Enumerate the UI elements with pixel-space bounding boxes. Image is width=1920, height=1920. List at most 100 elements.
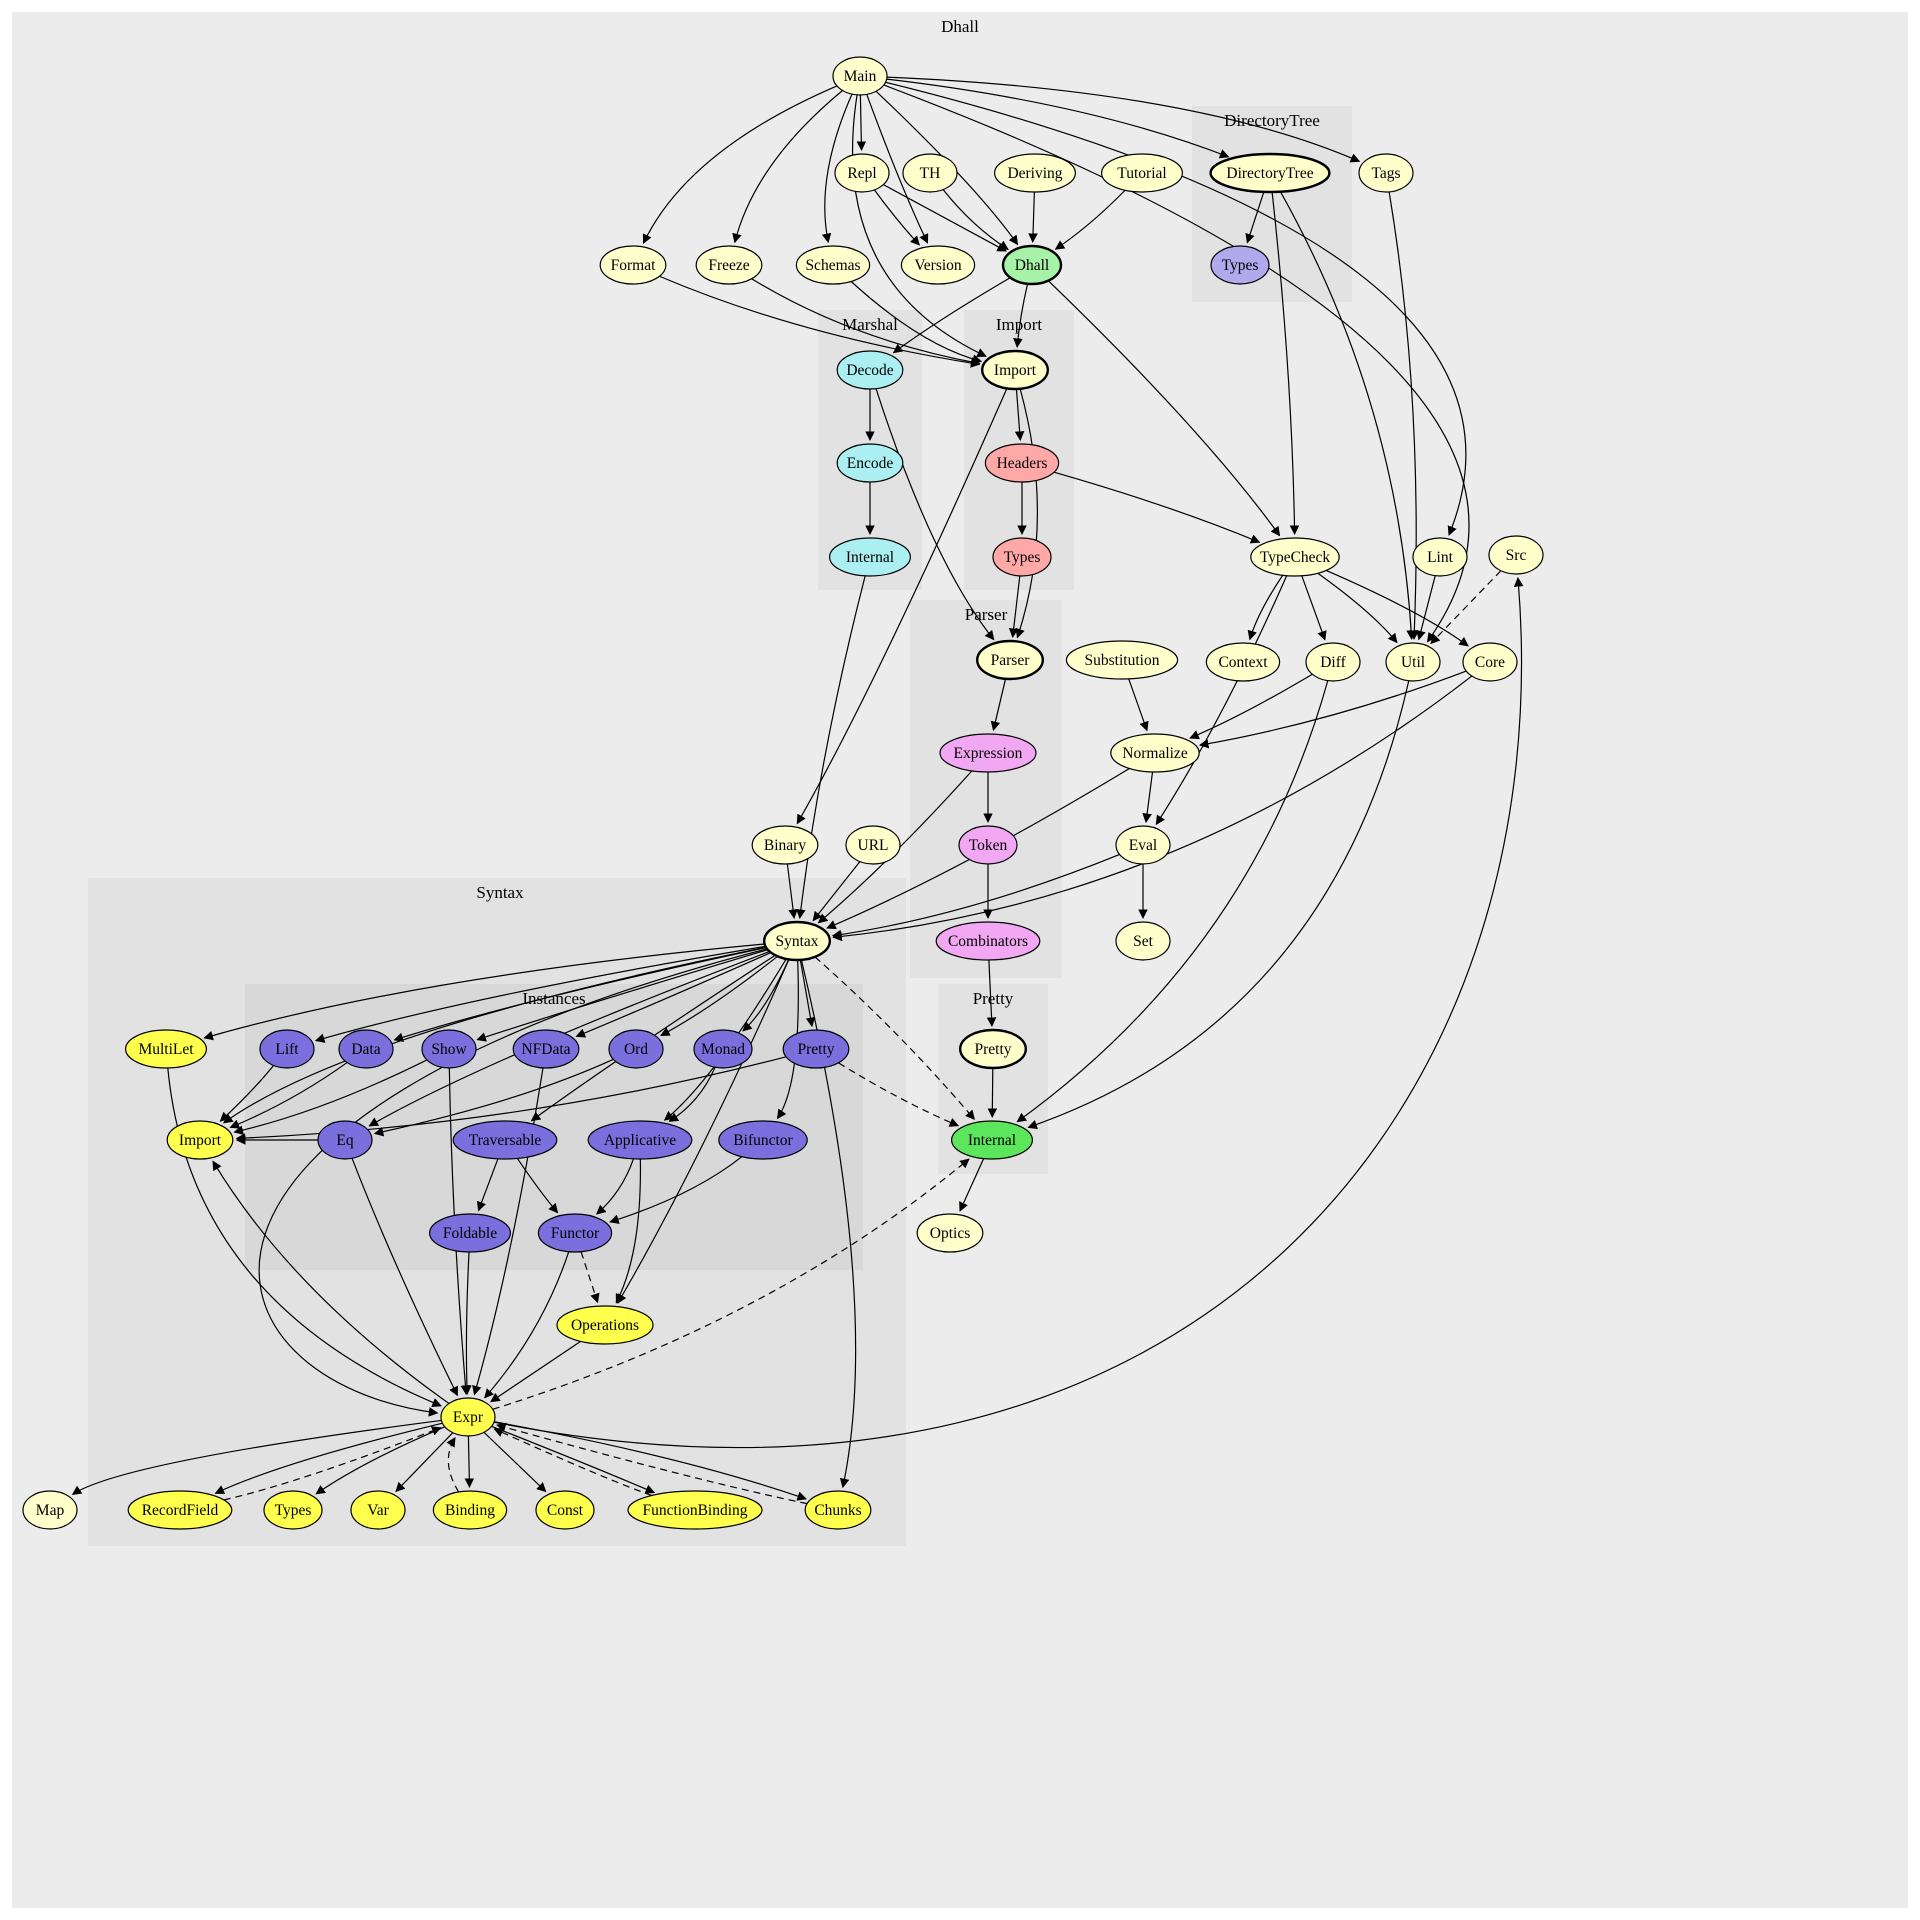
- node-version-shape: [900, 245, 976, 285]
- edge-pretty_inst-syntax_import: [235, 1056, 787, 1143]
- edge-main-freeze: [732, 90, 843, 244]
- edge-monad-applicative: [668, 1067, 716, 1122]
- node-parser: Parser: [976, 639, 1045, 681]
- node-pretty_internal-shape: [950, 1120, 1033, 1160]
- node-decode-shape: [836, 350, 904, 390]
- node-bifunctor: Bifunctor: [718, 1120, 808, 1160]
- edge-directorytree-dt_types: [1245, 191, 1265, 244]
- node-syntax_import-label: Import: [179, 1132, 222, 1149]
- edge-import-headers: [1014, 388, 1025, 441]
- node-marshal_internal: Internal: [828, 537, 911, 577]
- edge-expr-const: [483, 1431, 547, 1493]
- node-var-shape: [350, 1490, 406, 1530]
- edge-main-dhall: [875, 90, 1019, 246]
- edge-main-tags: [886, 76, 1361, 163]
- edge-syntax-syntax_import: [223, 946, 767, 1124]
- node-foldable: Foldable: [429, 1213, 512, 1253]
- node-dt_types-label: Types: [1222, 257, 1259, 274]
- node-decode: Decode: [836, 350, 904, 390]
- edge-substitution-normalize: [1128, 678, 1149, 732]
- cluster-label-dhall-cluster: Dhall: [941, 17, 979, 36]
- node-data-label: Data: [351, 1041, 380, 1058]
- node-nfdata-label: NFData: [521, 1041, 570, 1058]
- node-ord: Ord: [608, 1029, 664, 1069]
- node-diff: Diff: [1305, 642, 1361, 682]
- edge-layer: [71, 76, 1524, 1505]
- node-encode-shape: [836, 443, 904, 483]
- node-multilet-label: MultiLet: [138, 1041, 194, 1058]
- node-version-label: Version: [914, 257, 962, 274]
- edge-traversable-foldable: [477, 1158, 499, 1212]
- node-normalize-label: Normalize: [1122, 745, 1188, 762]
- edge-dhall-typecheck: [1047, 280, 1281, 537]
- node-set: Set: [1115, 921, 1171, 961]
- node-data-shape: [338, 1029, 394, 1069]
- node-syntax-label: Syntax: [775, 933, 818, 950]
- edge-expr-syntax_import: [212, 1160, 450, 1404]
- node-traversable-label: Traversable: [469, 1132, 542, 1149]
- node-monad: Monad: [693, 1029, 753, 1069]
- node-recordfield-label: RecordField: [142, 1502, 219, 1519]
- node-typecheck-label: TypeCheck: [1260, 549, 1331, 566]
- node-freeze: Freeze: [695, 245, 763, 285]
- edge-syntax-nfdata: [575, 951, 772, 1038]
- edge-nfdata-expr: [472, 1067, 544, 1396]
- edge-decode-parser: [875, 388, 995, 641]
- edge-show-syntax_import: [233, 1059, 428, 1135]
- node-nfdata: NFData: [512, 1029, 580, 1069]
- edge-binary-syntax: [786, 863, 798, 920]
- node-functor-shape: [537, 1213, 613, 1253]
- node-freeze-label: Freeze: [708, 257, 749, 274]
- edge-schemas-import: [850, 281, 983, 364]
- node-functionbinding-shape: [627, 1490, 763, 1530]
- edge-syntax-lift: [314, 945, 766, 1043]
- edge-tutorial-dhall: [1054, 189, 1126, 250]
- node-lift: Lift: [259, 1029, 315, 1069]
- edge-eval-syntax: [831, 853, 1120, 940]
- node-lift-shape: [259, 1029, 315, 1069]
- edge-expr-pretty_internal: [492, 1158, 970, 1410]
- cluster-label-import-cluster: Import: [996, 315, 1043, 334]
- cluster-label-directorytree-cluster: DirectoryTree: [1224, 111, 1320, 130]
- node-binding-label: Binding: [445, 1502, 495, 1519]
- node-url-label: URL: [858, 837, 889, 854]
- edge-syntax-multilet: [203, 943, 765, 1041]
- node-dhall-shape: [1001, 244, 1063, 286]
- node-const-label: Const: [547, 1502, 584, 1519]
- node-format-shape: [599, 245, 667, 285]
- node-expression-shape: [939, 733, 1037, 773]
- node-lint-label: Lint: [1427, 549, 1454, 566]
- node-format: Format: [599, 245, 667, 285]
- edge-expr-syntax_types: [315, 1426, 446, 1495]
- node-pretty_inst-shape: [782, 1029, 850, 1069]
- node-optics-shape: [916, 1213, 984, 1253]
- node-lint-shape: [1412, 537, 1468, 577]
- node-show-label: Show: [431, 1041, 467, 1058]
- edge-syntax-show: [476, 949, 769, 1042]
- node-combinators-label: Combinators: [948, 933, 1028, 950]
- edge-expr-binding: [464, 1435, 475, 1488]
- edge-expr-var: [395, 1432, 454, 1493]
- node-th-label: TH: [920, 165, 941, 182]
- node-binding-shape: [432, 1490, 508, 1530]
- node-context: Context: [1205, 642, 1281, 682]
- edge-tags-util: [1388, 191, 1420, 640]
- node-directorytree-shape: [1209, 152, 1331, 194]
- node-monad-shape: [693, 1029, 753, 1069]
- edge-expr-recordfield: [214, 1422, 443, 1494]
- node-headers-shape: [984, 443, 1060, 483]
- edge-diff-pretty_internal: [1016, 680, 1329, 1123]
- edge-operations-expr: [490, 1340, 581, 1403]
- edge-expr-functionbinding: [491, 1425, 656, 1494]
- node-traversable-shape: [452, 1120, 558, 1160]
- edge-typecheck-eval: [1155, 575, 1288, 826]
- node-repl-shape: [834, 153, 890, 193]
- node-import-shape: [981, 349, 1050, 391]
- node-syntax_types: Types: [263, 1490, 323, 1530]
- edge-core-normalize: [1198, 670, 1467, 749]
- node-decode-label: Decode: [846, 362, 893, 379]
- node-core-shape: [1462, 642, 1518, 682]
- node-directorytree: DirectoryTree: [1209, 152, 1331, 194]
- node-import_types-label: Types: [1004, 549, 1041, 566]
